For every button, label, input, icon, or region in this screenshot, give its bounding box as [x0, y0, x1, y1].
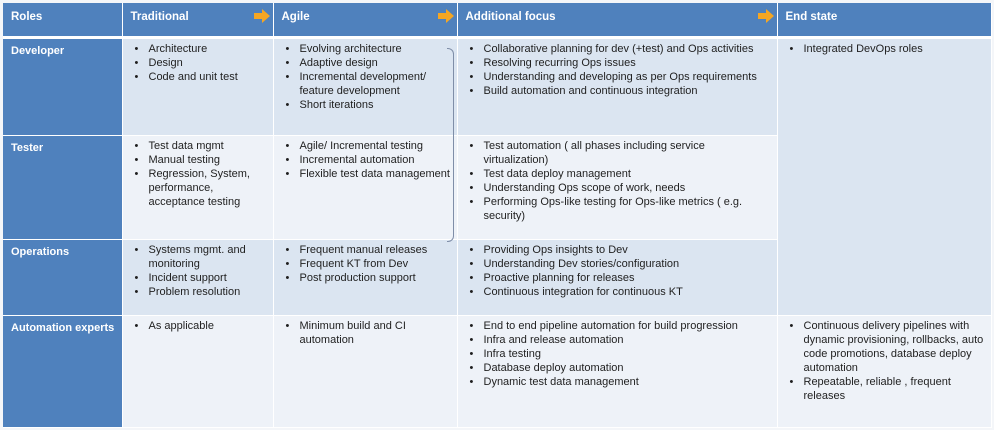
bullet-item: Minimum build and CI automation — [282, 319, 451, 347]
row-operations: Operations Systems mgmt. and monitoringI… — [3, 239, 991, 316]
tester-agile: Agile/ Incremental testingIncremental au… — [273, 135, 458, 240]
header-end-label: End state — [785, 11, 838, 23]
bullet-item: Database deploy automation — [466, 361, 771, 375]
bullet-item: As applicable — [131, 319, 267, 333]
bullet-item: Infra testing — [466, 347, 771, 361]
operations-agile: Frequent manual releasesFrequent KT from… — [273, 239, 458, 316]
bullet-item: Evolving architecture — [282, 42, 451, 56]
arrow-right-icon — [757, 9, 774, 23]
arrow-right-icon — [253, 9, 270, 23]
bullet-item: Test data mgmt — [131, 139, 267, 153]
bullet-item: Test data deploy management — [466, 167, 771, 181]
header-agile-label: Agile — [281, 11, 310, 23]
bullet-item: Repeatable, reliable , frequent releases — [786, 375, 985, 403]
bullet-item: Continuous integration for continuous KT — [466, 285, 771, 299]
bullet-item: Systems mgmt. and monitoring — [131, 243, 267, 271]
bullet-item: Architecture — [131, 42, 267, 56]
row-tester: Tester Test data mgmtManual testingRegre… — [3, 135, 991, 240]
automation-agile: Minimum build and CI automation — [273, 315, 458, 428]
bullet-item: Continuous delivery pipelines with dynam… — [786, 319, 985, 375]
bullet-item: End to end pipeline automation for build… — [466, 319, 771, 333]
developer-agile: Evolving architectureAdaptive designIncr… — [273, 37, 458, 136]
bullet-item: Short iterations — [282, 98, 451, 112]
bullet-item: Resolving recurring Ops issues — [466, 56, 771, 70]
bullet-item: Understanding and developing as per Ops … — [466, 70, 771, 84]
bullet-item: Agile/ Incremental testing — [282, 139, 451, 153]
bullet-item: Regression, System, performance, accepta… — [131, 167, 267, 209]
header-agile: Agile — [273, 3, 458, 39]
row-automation-experts: Automation experts As applicable Minimum… — [3, 315, 992, 428]
developer-additional: Collaborative planning for dev (+test) a… — [457, 37, 778, 136]
bullet-item: Flexible test data management — [282, 167, 451, 181]
bullet-item: Design — [131, 56, 267, 70]
bullet-item: Manual testing — [131, 153, 267, 167]
tester-additional: Test automation ( all phases including s… — [457, 135, 778, 240]
bullet-item: Adaptive design — [282, 56, 451, 70]
bullet-item: Performing Ops-like testing for Ops-like… — [466, 195, 771, 223]
operations-traditional: Systems mgmt. and monitoringIncident sup… — [122, 239, 274, 316]
role-operations: Operations — [3, 239, 123, 316]
bullet-item: Integrated DevOps roles — [786, 42, 985, 56]
endstate-automation: Continuous delivery pipelines with dynam… — [777, 315, 992, 428]
bullet-item: Problem resolution — [131, 285, 267, 299]
bullet-item: Test automation ( all phases including s… — [466, 139, 771, 167]
header-additional-focus: Additional focus — [457, 3, 778, 39]
bullet-item: Incremental automation — [282, 153, 451, 167]
header-additional-label: Additional focus — [465, 11, 556, 23]
row-developer: Developer ArchitectureDesignCode and uni… — [3, 37, 992, 316]
bullet-item: Frequent KT from Dev — [282, 257, 451, 271]
roles-comparison-table: Roles Traditional Agile Additional focus… — [3, 3, 992, 428]
arrow-right-icon — [437, 9, 454, 23]
header-traditional-label: Traditional — [130, 11, 189, 23]
bullet-item: Build automation and continuous integrat… — [466, 84, 771, 98]
header-end-state: End state — [777, 3, 992, 39]
bullet-item: Code and unit test — [131, 70, 267, 84]
automation-traditional: As applicable — [122, 315, 274, 428]
bullet-item: Understanding Ops scope of work, needs — [466, 181, 771, 195]
header-roles: Roles — [3, 3, 123, 39]
role-developer: Developer — [3, 37, 123, 136]
bullet-item: Providing Ops insights to Dev — [466, 243, 771, 257]
header-row: Roles Traditional Agile Additional focus… — [3, 3, 992, 39]
bullet-item: Collaborative planning for dev (+test) a… — [466, 42, 771, 56]
role-tester: Tester — [3, 135, 123, 240]
endstate-integrated: Integrated DevOps roles — [777, 37, 992, 316]
bullet-item: Post production support — [282, 271, 451, 285]
bullet-item: Incremental development/ feature develop… — [282, 70, 451, 98]
automation-additional: End to end pipeline automation for build… — [457, 315, 778, 428]
operations-additional: Providing Ops insights to DevUnderstandi… — [457, 239, 778, 316]
developer-traditional: ArchitectureDesignCode and unit test — [122, 37, 274, 136]
header-roles-label: Roles — [11, 11, 43, 23]
bullet-item: Incident support — [131, 271, 267, 285]
bullet-item: Proactive planning for releases — [466, 271, 771, 285]
tester-traditional: Test data mgmtManual testingRegression, … — [122, 135, 274, 240]
bullet-item: Understanding Dev stories/configuration — [466, 257, 771, 271]
bullet-item: Infra and release automation — [466, 333, 771, 347]
bullet-item: Dynamic test data management — [466, 375, 771, 389]
header-traditional: Traditional — [122, 3, 274, 39]
role-automation-experts: Automation experts — [3, 315, 123, 428]
bullet-item: Frequent manual releases — [282, 243, 451, 257]
agile-bracket — [447, 48, 454, 242]
